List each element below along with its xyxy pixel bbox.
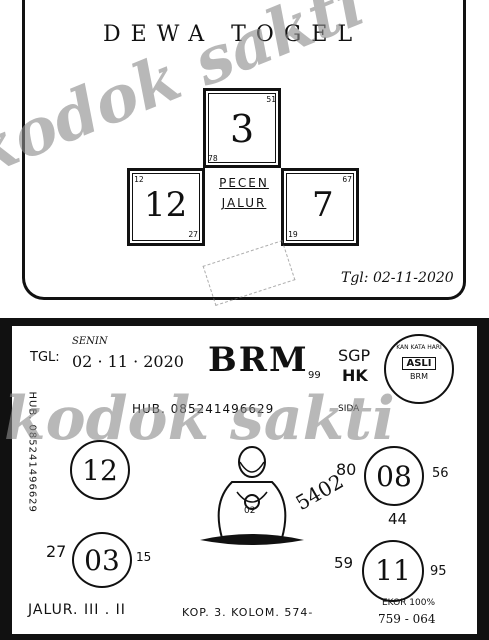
bottom-date: 02 · 11 · 2020 [72,352,184,371]
circle-bottom-right-number: 11 [375,554,411,587]
top-date: Tgl: 02-11-2020 [341,270,454,286]
top-title: DEWA TOGEL [103,22,363,47]
tr-below-num: 44 [388,510,408,528]
bl-left-num: 27 [46,542,67,561]
stamp-bot-text: BRM [410,372,428,381]
box-right: 7 67 19 [281,168,359,246]
market-sida: SIDA [338,404,360,414]
br-right-num: 95 [430,564,447,579]
box-top-number: 3 [230,107,255,151]
figure-chest-num: 02 [244,506,256,516]
center-label: PECEN JALUR [205,168,283,218]
stamp-mark [202,240,296,306]
market-sgp: SGP [338,346,371,365]
bl-right-num: 15 [136,550,152,564]
circle-top-right: 08 [364,446,424,506]
br-left-num: 59 [334,554,354,572]
bottom-card: TGL: SENIN 02 · 11 · 2020 BRM 99 SGP HK … [10,324,479,636]
box-right-corner-bl: 19 [288,230,298,239]
circle-top-right-number: 08 [376,460,412,493]
hub-phone: HUB. 085241496629 [132,402,275,416]
label-line2: JALUR [221,196,267,210]
market-hk: HK [342,366,368,385]
box-left-corner-br: 27 [188,230,198,239]
box-top-corner-bl: 78 [208,154,218,163]
box-top-inner [208,93,276,163]
label-line1: PECEN [219,176,269,190]
jalur-label: JALUR. III . II [28,602,126,618]
kop-label: KOP. 3. KOLOM. 574- [182,606,314,619]
monk-figure [200,446,304,545]
date-prefix: TGL: [30,350,60,365]
circle-bottom-left: 03 [72,532,132,588]
ekor-label: EKOR 100% [382,598,436,608]
box-left-corner-tl: 12 [134,175,144,184]
box-top: 3 51 78 [203,88,281,168]
box-right-corner-tr: 67 [342,175,352,184]
circle-bottom-left-number: 03 [84,544,120,577]
circle-bottom-right: 11 [362,540,424,602]
top-card: DEWA TOGEL 3 51 78 12 12 27 PECEN JALUR … [22,0,466,306]
day-label: SENIN [72,336,108,347]
tr-right-num: 56 [432,466,449,481]
watermark-horizontal: kodok sakti [4,384,395,454]
box-left-inner [132,173,200,241]
box-left: 12 12 27 [127,168,205,246]
circle-top-left: 12 [70,440,130,500]
asli-stamp: KAN KATA HARI ASLI BRM [384,334,454,404]
circle-top-left-number: 12 [82,454,118,487]
box-top-corner-tr: 51 [266,95,276,104]
brand-sub: 99 [308,370,321,381]
ekor-value: 759 - 064 [378,612,436,626]
box-right-inner [286,173,354,241]
stamp-mid-text: ASLI [402,357,436,370]
brand: BRM [208,340,309,380]
box-right-number: 7 [312,185,334,225]
box-left-number: 12 [144,185,188,225]
stamp-top-text: KAN KATA HARI [396,344,442,351]
tr-left-num: 80 [336,460,357,479]
